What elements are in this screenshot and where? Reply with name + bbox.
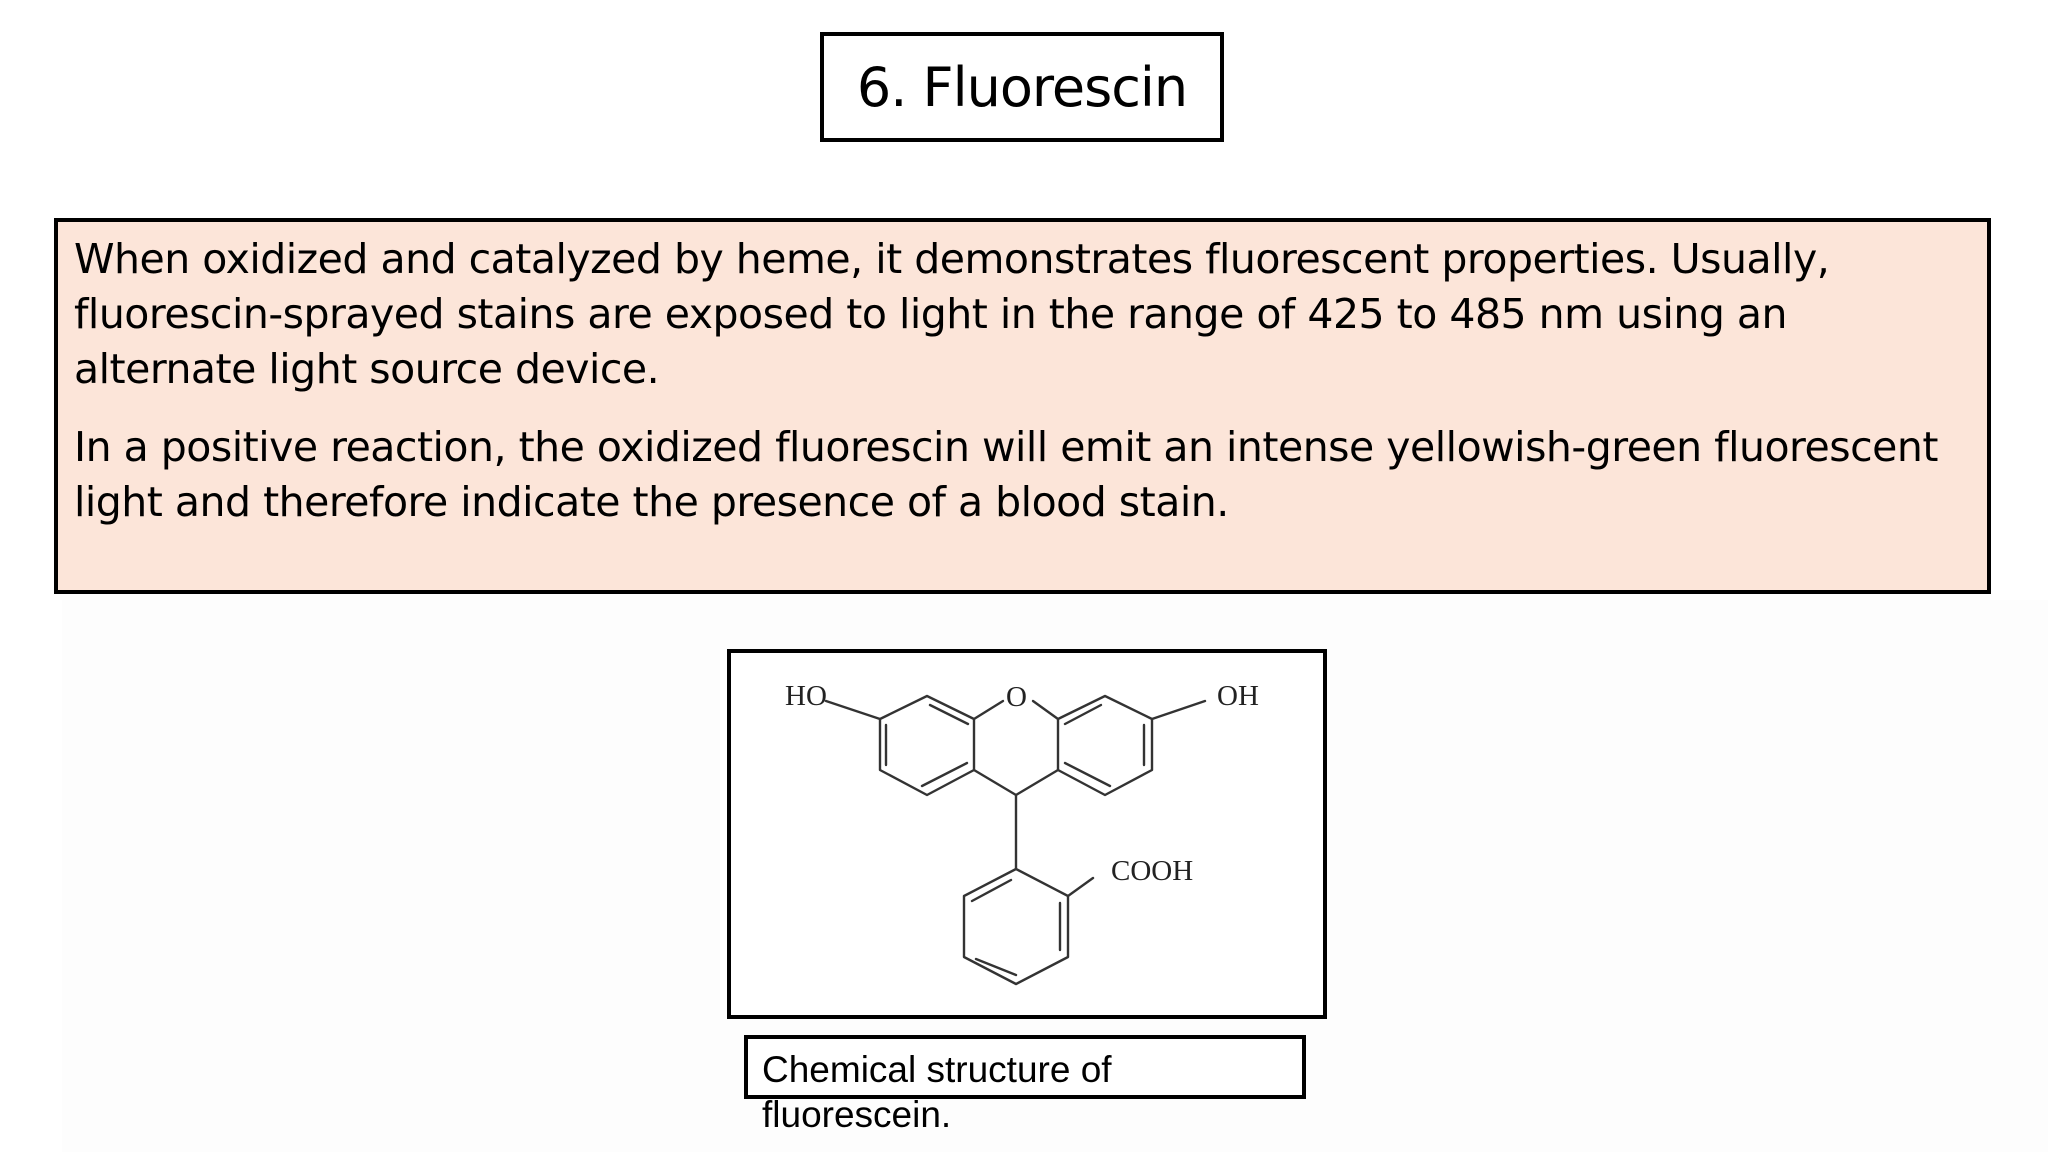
right-ring bbox=[1056, 694, 1154, 797]
lower-phenyl-ring bbox=[962, 867, 1070, 986]
figure-caption: Chemical structure of fluorescein. bbox=[762, 1049, 1112, 1135]
figure-caption-box: Chemical structure of fluorescein. bbox=[744, 1035, 1306, 1135]
description-text-box: When oxidized and catalyzed by heme, it … bbox=[54, 218, 1991, 594]
paragraph-oxidation: When oxidized and catalyzed by heme, it … bbox=[74, 235, 1830, 393]
cooh-label: COOH bbox=[1111, 855, 1193, 887]
ho-label: HO bbox=[785, 680, 827, 712]
fluorescein-structure-diagram: HO O OH COOH bbox=[785, 680, 1259, 986]
oh-label: OH bbox=[1217, 680, 1259, 712]
slide-title: 6. Fluorescin bbox=[856, 55, 1188, 119]
oxygen-label: O bbox=[1006, 681, 1027, 713]
left-ring bbox=[878, 694, 976, 797]
paragraph-positive-reaction: In a positive reaction, the oxidized flu… bbox=[74, 423, 1938, 526]
title-box: 6. Fluorescin bbox=[820, 32, 1224, 142]
chemical-structure-figure: HO O OH COOH bbox=[727, 649, 1327, 1019]
